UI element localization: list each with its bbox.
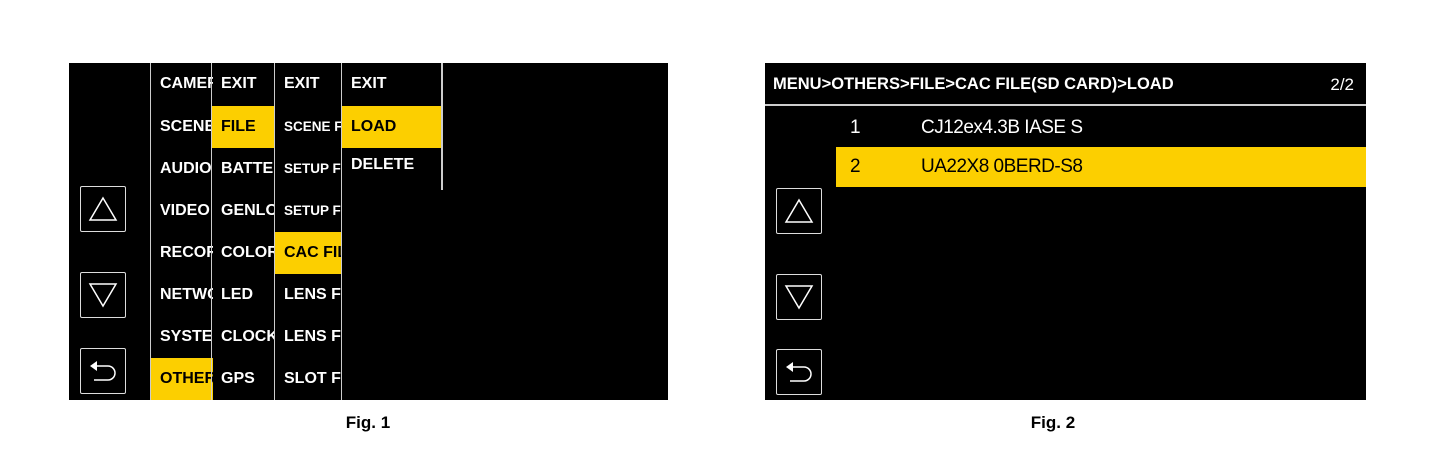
menu-item[interactable]: LED bbox=[221, 286, 253, 303]
up-button[interactable] bbox=[80, 186, 126, 232]
figure-caption: Fig. 1 bbox=[345, 413, 391, 432]
triangle-down-icon bbox=[784, 285, 814, 310]
item-number: 2 bbox=[850, 156, 861, 177]
menu-item[interactable]: LOAD bbox=[342, 106, 442, 148]
triangle-down-icon bbox=[88, 283, 118, 308]
menu-item[interactable]: SETUP FILE bbox=[284, 203, 342, 218]
triangle-up-icon bbox=[784, 198, 814, 223]
figure-caption: Fig. 2 bbox=[1030, 413, 1076, 432]
list-item-selected[interactable]: 2 UA22X8 0BERD-S8 bbox=[836, 147, 1366, 187]
menu-item[interactable]: SYSTEM bbox=[160, 328, 213, 345]
menu-item[interactable]: BATTERY bbox=[221, 160, 275, 177]
return-arrow-icon bbox=[786, 362, 812, 382]
menu-item[interactable]: OTHERS bbox=[151, 358, 213, 400]
divider bbox=[441, 63, 443, 190]
triangle-up-icon bbox=[88, 196, 118, 221]
menu-item[interactable]: DELETE bbox=[351, 156, 415, 173]
back-button[interactable] bbox=[80, 348, 126, 394]
up-button[interactable] bbox=[776, 188, 822, 234]
list-item[interactable]: 1 CJ12ex4.3B IASE S bbox=[836, 108, 1366, 148]
divider bbox=[765, 104, 1366, 106]
menu-item[interactable]: FILE bbox=[212, 106, 275, 148]
return-arrow-icon bbox=[90, 361, 116, 381]
breadcrumb: MENU>OTHERS>FILE>CAC FILE(SD CARD)>LOAD bbox=[773, 75, 1174, 93]
menu-item[interactable]: EXIT bbox=[351, 75, 387, 92]
menu-item[interactable]: SCENE FILE bbox=[284, 119, 342, 134]
menu-item[interactable]: VIDEO bbox=[160, 202, 210, 219]
menu-item[interactable]: SCENE FILE bbox=[160, 118, 213, 135]
menu-item[interactable]: SLOT F bbox=[284, 370, 341, 387]
menu-item[interactable]: CAC FILE bbox=[275, 232, 342, 274]
menu-item[interactable]: EXIT bbox=[284, 75, 320, 92]
back-button[interactable] bbox=[776, 349, 822, 395]
menu-item[interactable]: RECORDING bbox=[160, 244, 213, 261]
item-number: 1 bbox=[850, 117, 861, 138]
page-indicator: 2/2 bbox=[1330, 75, 1354, 94]
menu-item[interactable]: LENS FILE bbox=[284, 286, 342, 303]
menu-column-3: EXIT SCENE FILE SETUP FILE SETUP FILE CAC FI… bbox=[274, 63, 342, 400]
down-button[interactable] bbox=[776, 274, 822, 320]
menu-item[interactable]: CAMERA bbox=[160, 75, 213, 92]
menu-item[interactable]: CLOCK bbox=[221, 328, 275, 345]
menu-item[interactable]: SETUP FILE bbox=[284, 161, 342, 176]
menu-item[interactable]: COLOR BAR bbox=[221, 244, 275, 261]
menu-column-2: EXIT FILE BATTERY GENLOCK COLOR BAR LED CLOCK G… bbox=[211, 63, 275, 400]
menu-column-4: EXIT LOAD DELETE bbox=[341, 63, 442, 400]
item-name: UA22X8 0BERD-S8 bbox=[921, 156, 1083, 177]
menu-item[interactable]: EXIT bbox=[221, 75, 257, 92]
menu-item[interactable]: NETWORK bbox=[160, 286, 213, 303]
down-button[interactable] bbox=[80, 272, 126, 318]
menu-item[interactable]: LENS FILE bbox=[284, 328, 342, 345]
menu-screen-fig1: CAMERA SCENE FILE AUDIO VIDEO RECORDING NETWO… bbox=[69, 63, 668, 400]
menu-item[interactable]: AUDIO bbox=[160, 160, 212, 177]
menu-item[interactable]: GENLOCK bbox=[221, 202, 275, 219]
menu-screen-fig2: MENU>OTHERS>FILE>CAC FILE(SD CARD)>LOAD … bbox=[765, 63, 1366, 400]
menu-column-1: CAMERA SCENE FILE AUDIO VIDEO RECORDING NETWO… bbox=[150, 63, 213, 400]
menu-item[interactable]: GPS bbox=[221, 370, 255, 387]
item-name: CJ12ex4.3B IASE S bbox=[921, 117, 1083, 138]
